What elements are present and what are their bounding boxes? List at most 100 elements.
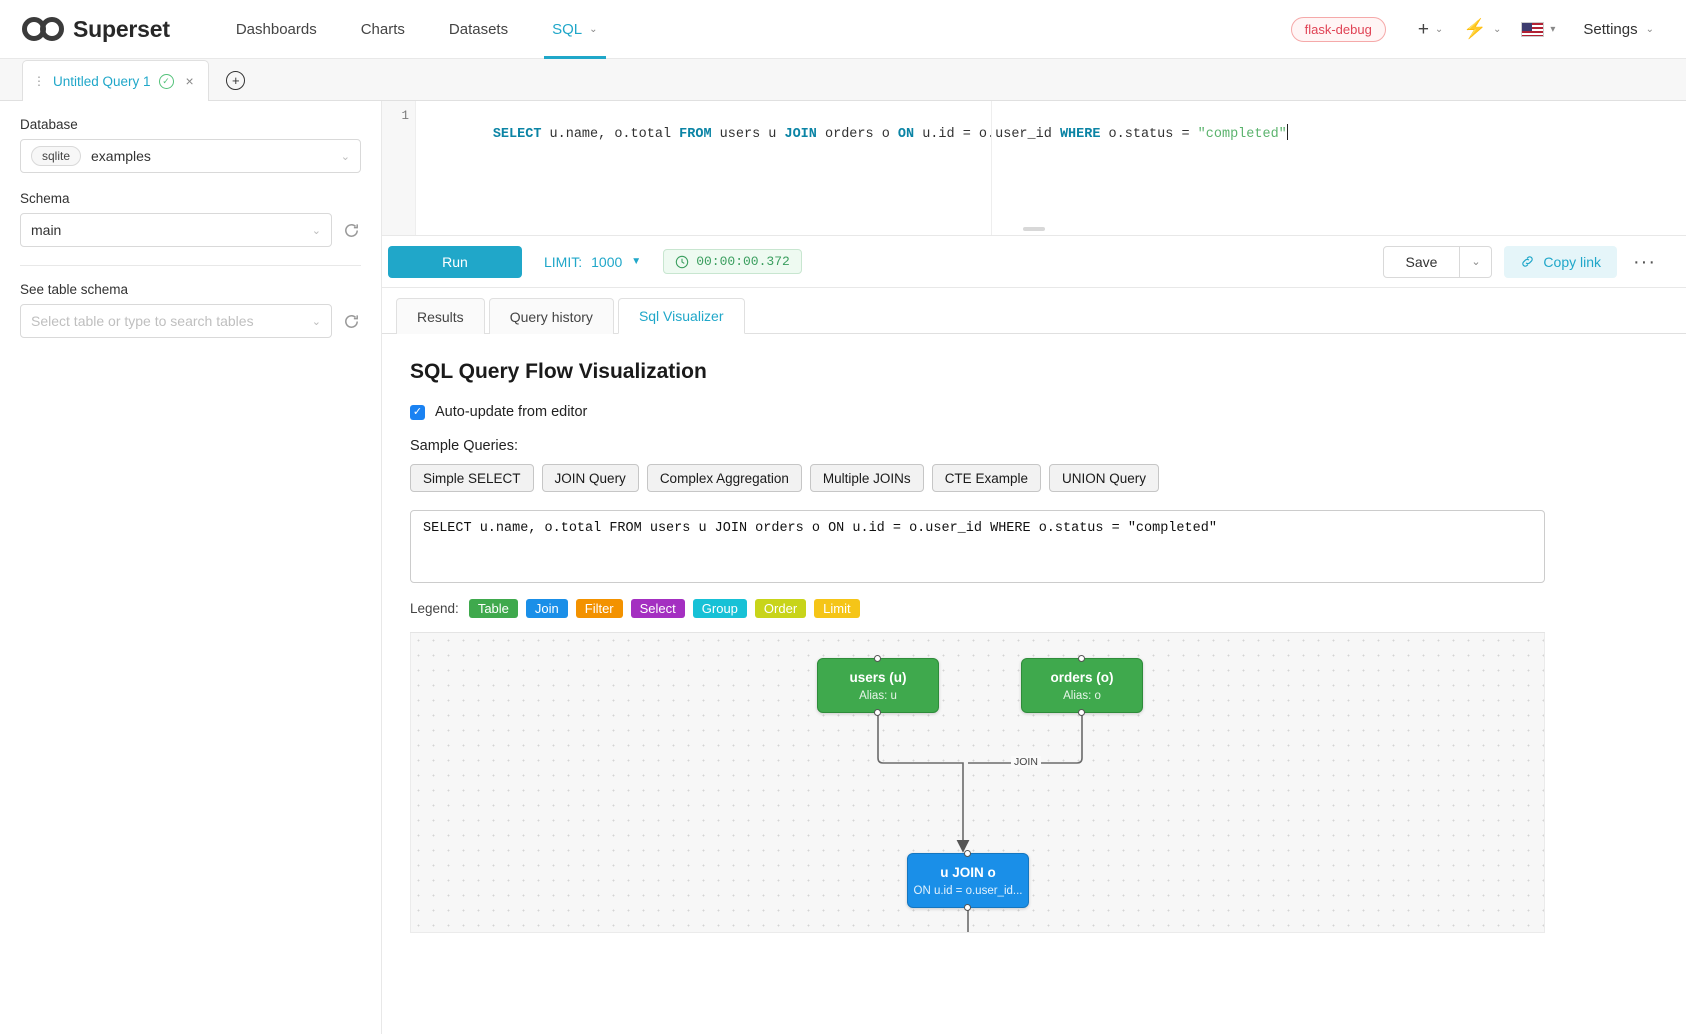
legend-chip-group: Group	[692, 599, 747, 618]
refresh-tables-icon[interactable]	[342, 312, 361, 331]
more-options-button[interactable]: ···	[1633, 250, 1656, 273]
save-dropdown-button[interactable]: ⌄	[1460, 245, 1493, 278]
query-tab-bar: ⋮ Untitled Query 1 ✓ × +	[0, 59, 1686, 101]
tab-results-label: Results	[417, 308, 464, 325]
toolbar-right-cluster: Save ⌄ Copy link ···	[1382, 245, 1661, 278]
sql-token-10: "completed"	[1197, 127, 1287, 142]
nav-link-charts[interactable]: Charts	[339, 0, 427, 59]
node-handle-bottom[interactable]	[874, 709, 881, 716]
tab-sql-visualizer-label: Sql Visualizer	[638, 308, 724, 324]
copy-link-label: Copy link	[1543, 253, 1602, 270]
panel-splitter-handle[interactable]	[1023, 227, 1045, 231]
sample-query-button-complex-aggregation[interactable]: Complex Aggregation	[646, 464, 802, 492]
editor-gutter: 1	[382, 101, 416, 235]
edge-users-to-join	[877, 713, 970, 853]
chevron-down-icon: ⌄	[1645, 23, 1654, 35]
copy-link-button[interactable]: Copy link	[1504, 245, 1618, 278]
flow-node-users[interactable]: users (u) Alias: u	[817, 655, 939, 716]
sample-query-button-union-query[interactable]: UNION Query	[1048, 464, 1159, 492]
sql-token-5: orders o	[816, 127, 898, 142]
node-subtitle: Alias: o	[1063, 689, 1101, 702]
new-query-tab-button[interactable]: +	[209, 60, 263, 101]
query-timer-badge: 00:00:00.372	[663, 249, 802, 274]
sql-editor[interactable]: 1 SELECT u.name, o.total FROM users u JO…	[382, 101, 1686, 236]
flow-node-orders[interactable]: orders (o) Alias: o	[1021, 655, 1143, 716]
refresh-schema-icon[interactable]	[342, 221, 361, 240]
node-title: orders (o)	[1050, 669, 1114, 685]
nav-link-dashboards[interactable]: Dashboards	[214, 0, 339, 59]
new-item-button[interactable]: + ⌄	[1408, 20, 1454, 39]
node-subtitle: ON u.id = o.user_id...	[913, 884, 1023, 897]
nav-link-sql-label: SQL	[552, 20, 583, 38]
sample-query-button-join-query[interactable]: JOIN Query	[541, 464, 639, 492]
limit-selector[interactable]: LIMIT: 1000 ▼	[544, 254, 641, 270]
superset-brand[interactable]: Superset	[22, 16, 170, 43]
close-icon[interactable]: ×	[185, 73, 194, 89]
tab-query-history[interactable]: Query history	[488, 298, 614, 334]
editor-code-line: SELECT u.name, o.total FROM users u JOIN…	[493, 127, 1287, 142]
edge-label-join: JOIN	[1011, 756, 1041, 768]
node-handle-top[interactable]	[874, 655, 881, 662]
sql-token-7: u.id = o.user_id	[914, 127, 1060, 142]
tab-sql-visualizer[interactable]: Sql Visualizer	[617, 298, 745, 334]
page-title: SQL Query Flow Visualization	[410, 360, 707, 383]
database-field-row: sqlite examples ⌄	[20, 139, 361, 173]
node-handle-top[interactable]	[1078, 655, 1085, 662]
database-select-value: examples	[91, 148, 151, 164]
table-select-placeholder: Select table or type to search tables	[31, 313, 254, 329]
language-selector[interactable]: ▾	[1511, 21, 1565, 37]
quick-actions-button[interactable]: ⚡ ⌄	[1453, 20, 1511, 39]
checkbox-checked-icon[interactable]: ✓	[410, 404, 425, 420]
legend-chip-limit: Limit	[814, 599, 860, 618]
query-input-textarea[interactable]	[410, 510, 1545, 583]
sample-query-button-multiple-joins[interactable]: Multiple JOINs	[809, 464, 924, 492]
query-timer-value: 00:00:00.372	[696, 254, 790, 269]
database-select[interactable]: sqlite examples ⌄	[20, 139, 361, 173]
table-select[interactable]: Select table or type to search tables ⌄	[20, 304, 332, 338]
limit-label: LIMIT:	[544, 253, 583, 270]
nav-link-charts-label: Charts	[360, 20, 405, 38]
run-button[interactable]: Run	[388, 245, 522, 278]
editor-line-number: 1	[401, 109, 409, 123]
query-tab-untitled-query-1[interactable]: ⋮ Untitled Query 1 ✓ ×	[22, 60, 209, 101]
brand-name: Superset	[73, 15, 170, 42]
editor-code-area[interactable]: SELECT u.name, o.total FROM users u JOIN…	[416, 101, 1686, 235]
nav-link-datasets[interactable]: Datasets	[427, 0, 530, 59]
drag-handle-icon[interactable]: ⋮	[33, 74, 45, 88]
auto-update-toggle[interactable]: ✓ Auto-update from editor	[410, 404, 1658, 420]
legend-chip-select: Select	[630, 599, 685, 618]
save-button[interactable]: Save	[1382, 245, 1461, 278]
legend-chip-filter: Filter	[575, 599, 623, 618]
chevron-down-icon: ⌄	[311, 224, 321, 237]
schema-select[interactable]: main ⌄	[20, 213, 332, 247]
legend-label: Legend:	[410, 601, 459, 616]
sample-query-button-cte-example[interactable]: CTE Example	[931, 464, 1041, 492]
node-handle-bottom[interactable]	[1078, 709, 1085, 716]
tab-results[interactable]: Results	[396, 298, 485, 334]
nav-right-cluster: flask-debug + ⌄ ⚡ ⌄ ▾ Settings ⌄	[1290, 16, 1660, 42]
sample-query-button-simple-select[interactable]: Simple SELECT	[410, 464, 534, 492]
sample-queries-label: Sample Queries:	[410, 438, 518, 454]
query-status-success-icon: ✓	[158, 73, 174, 89]
main-nav-links: Dashboards Charts Datasets SQL ⌄	[214, 0, 620, 59]
query-flow-canvas[interactable]: JOIN users (u) Alias: u orders (o) Alias: o…	[410, 633, 1545, 933]
node-handle-top[interactable]	[964, 850, 971, 857]
nav-link-sql[interactable]: SQL ⌄	[530, 0, 619, 59]
sql-token-4: JOIN	[784, 127, 817, 142]
node-handle-bottom[interactable]	[964, 904, 971, 911]
database-label: Database	[20, 117, 78, 132]
lightning-bolt-icon: ⚡	[1463, 18, 1487, 40]
settings-label: Settings	[1583, 20, 1638, 38]
nav-link-dashboards-label: Dashboards	[235, 20, 317, 38]
node-title: users (u)	[849, 669, 907, 685]
main-body: Database sqlite examples ⌄ Schema main ⌄…	[0, 101, 1686, 1034]
settings-menu[interactable]: Settings ⌄	[1565, 21, 1660, 38]
chevron-down-icon: ⌄	[1471, 256, 1481, 268]
node-subtitle: Alias: u	[859, 689, 897, 702]
database-engine-chip: sqlite	[31, 146, 82, 166]
right-editor-panel: 1 SELECT u.name, o.total FROM users u JO…	[382, 101, 1686, 1034]
